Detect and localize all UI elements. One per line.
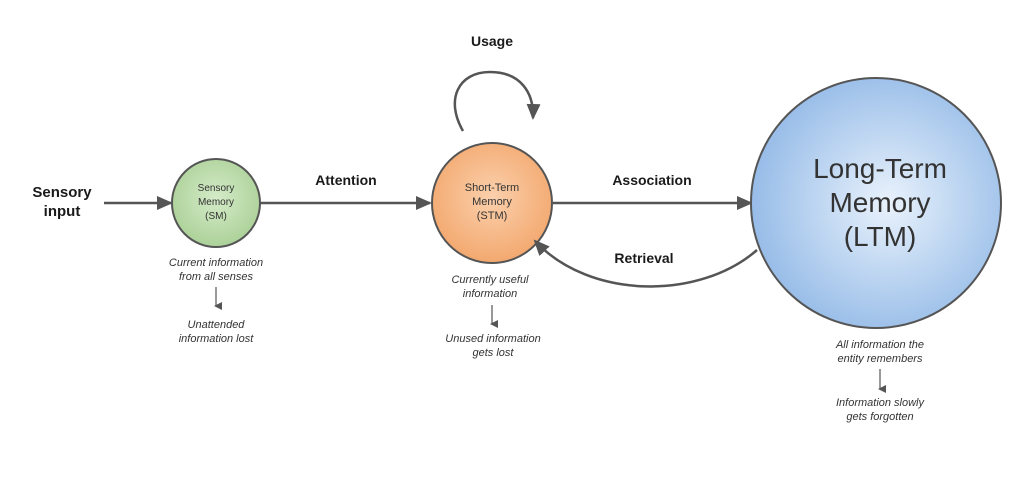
ltm-desc-line2: entity remembers bbox=[838, 353, 923, 365]
stm-abbr: (STM) bbox=[477, 210, 508, 222]
ltm-title-line1: Long-Term bbox=[813, 153, 947, 184]
stm-desc-line2: information bbox=[463, 288, 517, 300]
attention-label: Attention bbox=[315, 172, 376, 188]
sm-desc-line2: from all senses bbox=[179, 271, 253, 283]
retrieval-label: Retrieval bbox=[614, 250, 673, 266]
sm-title-line1: Sensory bbox=[198, 183, 235, 194]
stm-lost-line2: gets lost bbox=[473, 347, 515, 359]
long-term-memory-node bbox=[750, 77, 1002, 329]
stm-title-line1: Short-Term bbox=[465, 182, 519, 194]
stm-desc-line1: Currently useful bbox=[451, 274, 529, 286]
usage-loop-arrow bbox=[453, 70, 541, 132]
stm-title-line2: Memory bbox=[472, 196, 512, 208]
sm-abbr: (SM) bbox=[205, 211, 227, 222]
sm-lost-line2: information lost bbox=[179, 333, 255, 345]
ltm-lost-line2: gets forgotten bbox=[846, 411, 913, 423]
ltm-title-line2: Memory bbox=[829, 187, 930, 218]
ltm-lost-line1: Information slowly bbox=[836, 397, 926, 409]
sm-title-line2: Memory bbox=[198, 197, 234, 208]
usage-label: Usage bbox=[471, 33, 513, 49]
sensory-input-label-line2: input bbox=[44, 203, 81, 220]
ltm-desc-line1: All information the bbox=[835, 339, 924, 351]
sm-lost-line1: Unattended bbox=[188, 319, 246, 331]
stm-lost-line1: Unused information bbox=[445, 333, 540, 345]
retrieval-arrow bbox=[533, 239, 758, 288]
sensory-input-label-line1: Sensory bbox=[32, 184, 92, 201]
sm-desc-line1: Current information bbox=[169, 257, 263, 269]
association-label: Association bbox=[612, 172, 691, 188]
ltm-abbr: (LTM) bbox=[844, 221, 917, 252]
short-term-memory-node bbox=[431, 142, 553, 264]
